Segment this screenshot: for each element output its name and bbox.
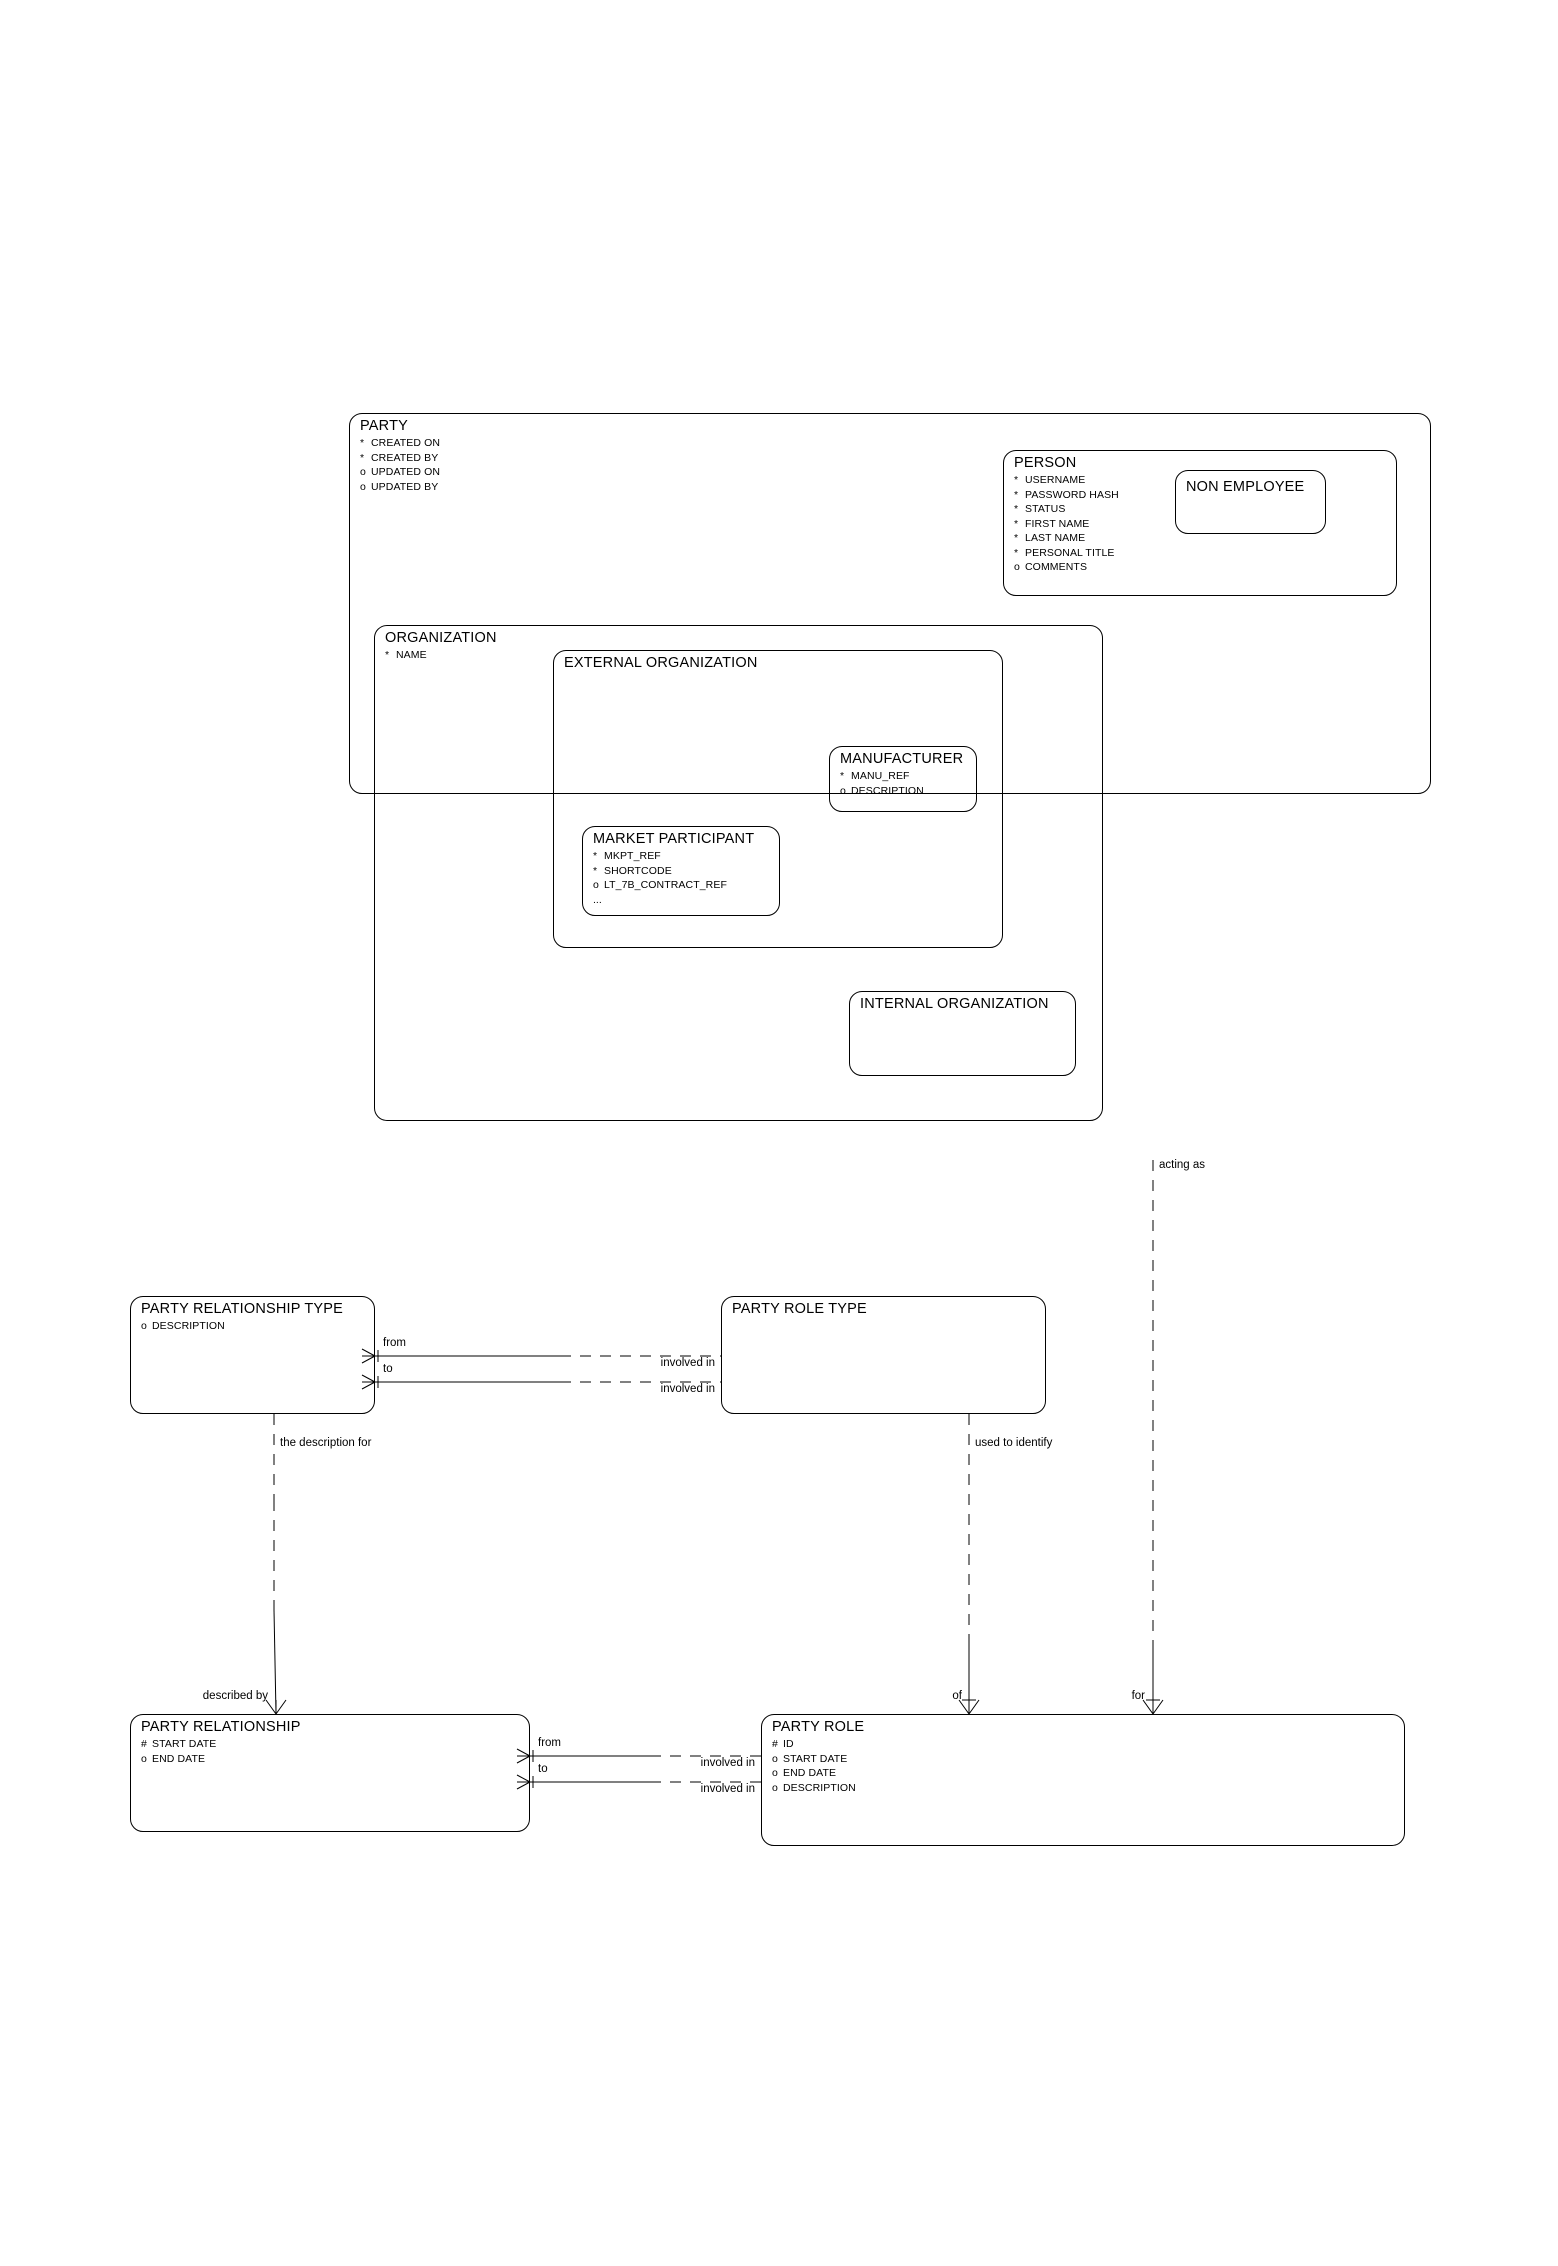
connector-label-pr-from: from xyxy=(538,1737,561,1749)
entity-title-party-relationship-type: PARTY RELATIONSHIP TYPE xyxy=(141,1301,344,1317)
connector-label-the-description-for: the description for xyxy=(280,1437,372,1449)
entity-title-party-role: PARTY ROLE xyxy=(772,1719,865,1735)
entity-internal-organization[interactable]: INTERNAL ORGANIZATION xyxy=(849,991,1076,1076)
entity-organization[interactable]: ORGANIZATION *NAME xyxy=(374,625,1103,1121)
entity-non-employee[interactable]: NON EMPLOYEE xyxy=(1175,470,1326,534)
entity-title-party: PARTY xyxy=(360,418,409,434)
connector-description-for xyxy=(265,1414,287,1715)
connector-label-described-by: described by xyxy=(202,1690,268,1702)
entity-title-external-organization: EXTERNAL ORGANIZATION xyxy=(564,655,758,671)
connector-label-prt-to: to xyxy=(383,1363,393,1375)
connector-label-acting-as: acting as xyxy=(1159,1159,1206,1171)
entity-title-internal-organization: INTERNAL ORGANIZATION xyxy=(860,996,1049,1012)
entity-title-person: PERSON xyxy=(1014,455,1077,471)
attribute-list-person: *USERNAME *PASSWORD HASH *STATUS *FIRST … xyxy=(1014,473,1119,575)
entity-title-market-participant: MARKET PARTICIPANT xyxy=(593,831,755,847)
entity-market-participant[interactable]: MARKET PARTICIPANT *MKPT_REF *SHORTCODE … xyxy=(582,826,780,916)
entity-title-party-role-type: PARTY ROLE TYPE xyxy=(732,1301,867,1317)
entity-title-non-employee: NON EMPLOYEE xyxy=(1186,479,1305,495)
connector-label-of: of xyxy=(952,1690,962,1702)
connector-acting-as xyxy=(1142,1160,1164,1715)
attribute-row: *MANU_REF xyxy=(840,770,910,782)
attribute-row: *FIRST NAME xyxy=(1014,517,1090,530)
connector-label-prt-involved-in-1: involved in xyxy=(660,1357,715,1369)
attribute-row: *SHORTCODE xyxy=(593,864,672,877)
attribute-list-organization: *NAME xyxy=(385,648,427,663)
connector-label-used-to-identify: used to identify xyxy=(975,1437,1053,1449)
entity-party-role-type[interactable]: PARTY ROLE TYPE xyxy=(721,1296,1046,1414)
entity-title-manufacturer: MANUFACTURER xyxy=(840,751,964,767)
attribute-row: *USERNAME xyxy=(1014,474,1086,486)
entity-external-organization[interactable]: EXTERNAL ORGANIZATION xyxy=(553,650,1003,948)
entity-title-organization: ORGANIZATION xyxy=(385,630,497,646)
connector-used-to-identify xyxy=(958,1414,980,1715)
attribute-row: *LAST NAME xyxy=(1014,532,1086,544)
attribute-row: *CREATED BY xyxy=(360,451,439,464)
connector-label-pr-involved-in-1: involved in xyxy=(700,1757,755,1769)
attribute-row: #ID xyxy=(772,1738,794,1750)
attribute-row: *PERSONAL TITLE xyxy=(1014,546,1115,559)
connector-label-pr-to: to xyxy=(538,1763,548,1775)
entity-title-party-relationship: PARTY RELATIONSHIP xyxy=(141,1719,301,1735)
attribute-row-continuation: ... xyxy=(593,893,602,906)
entity-person[interactable]: PERSON *USERNAME *PASSWORD HASH *STATUS … xyxy=(1003,450,1397,596)
connector-label-for: for xyxy=(1131,1690,1145,1702)
attribute-row: *MKPT_REF xyxy=(593,850,661,862)
connector-label-prt-involved-in-2: involved in xyxy=(660,1383,715,1395)
attribute-row: *PASSWORD HASH xyxy=(1014,488,1119,501)
connector-label-prt-from: from xyxy=(383,1337,406,1349)
attribute-row: *NAME xyxy=(385,649,427,661)
attribute-row: *CREATED ON xyxy=(360,437,441,449)
attribute-row: #START DATE xyxy=(141,1738,217,1750)
connector-label-pr-involved-in-2: involved in xyxy=(700,1783,755,1795)
attribute-row: *STATUS xyxy=(1014,503,1066,515)
